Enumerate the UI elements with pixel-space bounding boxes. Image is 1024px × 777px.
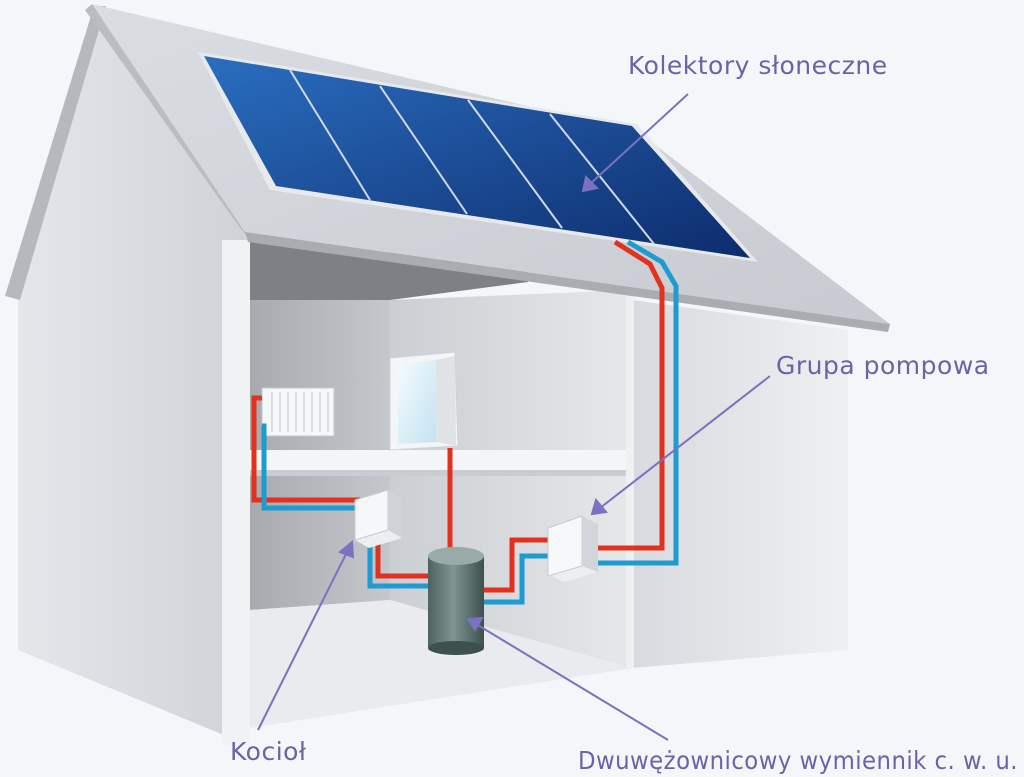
- collector-hot-pipe: [598, 239, 665, 551]
- boiler-arrowhead: [338, 539, 355, 559]
- boiler-tank-hot-pipe: [375, 540, 432, 579]
- collector-cold-pipe: [598, 239, 679, 566]
- label-boiler: Kocioł: [230, 737, 307, 766]
- house-side-wall: [632, 300, 848, 668]
- roof-bottom-edge: [245, 232, 890, 332]
- radiator-cold-pipe: [261, 423, 360, 511]
- pipes: [251, 239, 679, 605]
- collectors-arrowhead: [581, 174, 600, 193]
- boiler-tank-cold-pipe: [367, 540, 432, 589]
- pump-group: [547, 515, 598, 582]
- label-exchanger: Dwuwężownicowy wymiennik c. w. u.: [578, 746, 1018, 775]
- interior-ceiling: [250, 240, 528, 300]
- boiler-leader: [257, 549, 349, 731]
- tank-pump-cold-pipe: [484, 553, 550, 605]
- collector-divider-1: [289, 69, 371, 201]
- roof-fascia: [85, 4, 250, 242]
- radiator: [261, 387, 335, 437]
- leader-lines: [257, 93, 771, 741]
- intermediate-floor: [250, 450, 632, 470]
- exchanger-leader: [475, 623, 669, 741]
- right-cut-edge: [626, 290, 634, 668]
- interior-floor: [250, 600, 632, 728]
- label-pump-group: Grupa pompowa: [776, 351, 990, 380]
- tank-pump-hot-pipe: [484, 537, 550, 593]
- collector-divider-2: [379, 85, 468, 215]
- front-pillar: [222, 240, 250, 745]
- intermediate-floor-edge: [250, 470, 632, 476]
- roof-left-edge: [5, 6, 106, 300]
- radiator-hot-pipe: [251, 395, 360, 503]
- window: [389, 351, 459, 451]
- boiler: [354, 489, 402, 548]
- collector-divider-4: [549, 113, 655, 245]
- solar-collectors: [198, 52, 758, 262]
- collector-divider-3: [467, 99, 563, 229]
- collector-panel-array: [204, 56, 750, 258]
- house-gable-wall: [18, 22, 248, 745]
- pump-group-leader: [599, 375, 771, 509]
- label-collectors: Kolektory słoneczne: [628, 51, 888, 80]
- pump-group-arrowhead: [590, 497, 608, 516]
- collectors-leader: [589, 93, 689, 185]
- exchanger-arrowhead: [466, 616, 484, 632]
- exchanger-tank: [428, 547, 484, 655]
